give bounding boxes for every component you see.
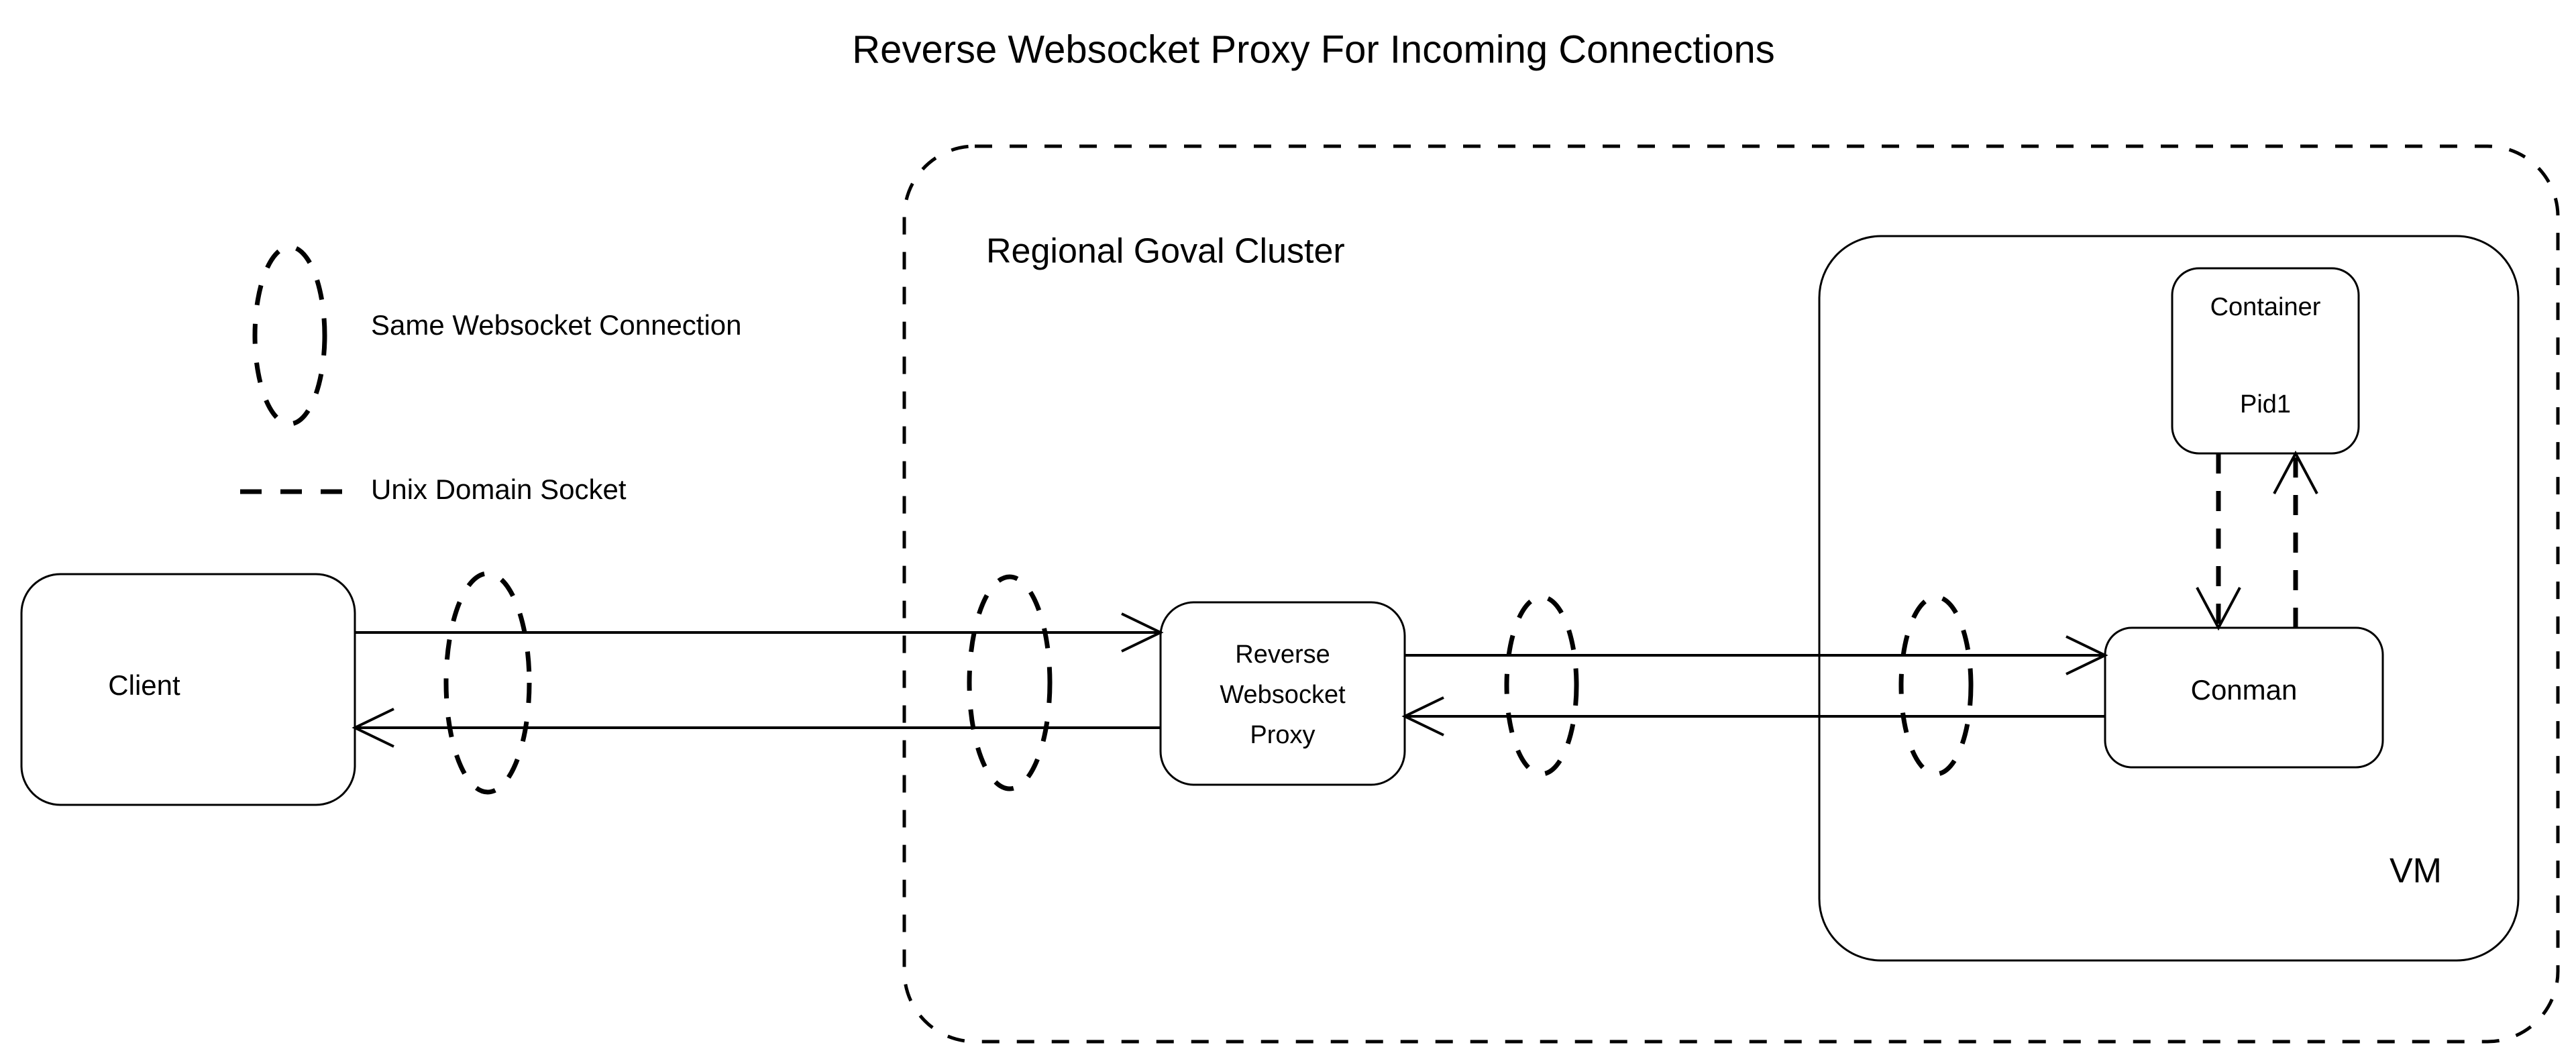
connection-client-to-proxy [355,612,1164,653]
node-container[interactable] [2171,267,2360,455]
legend-label-same-websocket-connection: Same Websocket Connection [371,309,742,341]
connection-conman-to-proxy [1401,696,2105,736]
marker-same-websocket-connection-1 [443,571,532,795]
vm-boundary [1818,235,2520,962]
cluster-regional-goval-boundary [902,144,2560,1044]
node-container-label-line1: Container [2210,293,2321,321]
connection-proxy-to-conman [1405,635,2108,675]
marker-same-websocket-connection-3 [1504,594,1579,777]
marker-same-websocket-connection-4 [1898,594,1974,777]
node-proxy-label-line2: Websocket [1220,681,1346,709]
cluster-regional-goval-label: Regional Goval Cluster [986,232,1345,271]
node-container-label-line2: Pid1 [2240,390,2291,419]
legend-label-unix-domain-socket: Unix Domain Socket [371,474,627,505]
page-title: Reverse Websocket Proxy For Incoming Con… [852,27,1774,71]
marker-same-websocket-connection-2 [967,574,1053,791]
node-conman-label: Conman [2191,674,2298,706]
node-proxy-label-line3: Proxy [1250,721,1315,749]
node-conman[interactable] [2104,626,2384,769]
vm-label: VM [2390,852,2442,891]
connection-conman-to-container [2273,450,2318,628]
node-reverse-websocket-proxy[interactable] [1159,601,1406,786]
connection-proxy-to-client [352,708,1161,748]
node-proxy-label-line1: Reverse [1235,641,1330,669]
node-client[interactable] [20,573,356,806]
connection-container-to-conman [2196,453,2241,631]
node-client-label: Client [108,669,180,701]
legend-ellipse-marker-icon [252,244,327,427]
